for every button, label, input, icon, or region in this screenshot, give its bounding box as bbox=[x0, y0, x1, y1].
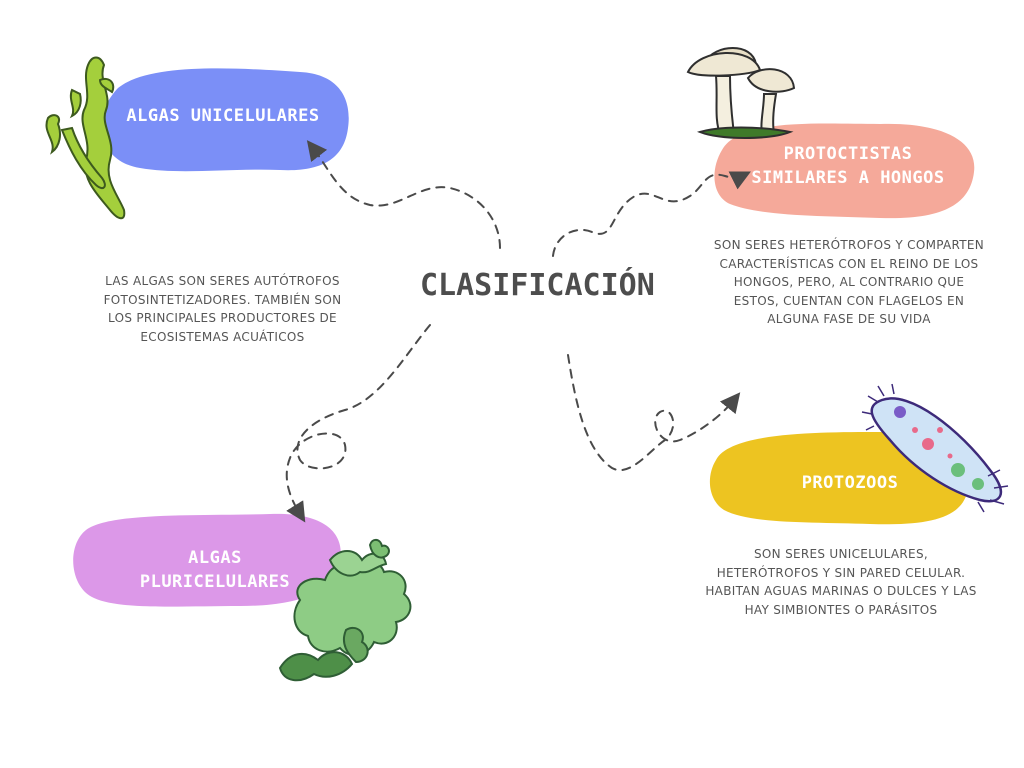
connector-to-protozoos bbox=[567, 354, 741, 472]
blob-algas-pluricelulares bbox=[73, 513, 341, 607]
connector-to-protoctistas bbox=[552, 171, 751, 257]
label-protozoos: PROTOZOOS bbox=[801, 473, 899, 493]
label-protoctistas: PROTOCTISTAS SIMILARES A HONGOS bbox=[751, 144, 945, 188]
connector-to-algas-pluricelulares bbox=[285, 324, 431, 523]
kelp-icon bbox=[278, 538, 412, 682]
connector-to-algas-unicelulares bbox=[306, 140, 501, 249]
label-algas-pluricelulares: ALGAS PLURICELULARES bbox=[139, 548, 291, 592]
description-protoctistas: SON SERES HETERÓTROFOS Y COMPARTEN CARAC… bbox=[713, 238, 985, 326]
label-algas-unicelulares: ALGAS UNICELULARES bbox=[126, 106, 320, 126]
paramecium-icon bbox=[861, 383, 1009, 513]
mushroom-icon bbox=[686, 47, 796, 139]
blob-protoctistas bbox=[714, 123, 975, 219]
description-protozoos: SON SERES UNICELULARES, HETERÓTROFOS Y S… bbox=[705, 547, 977, 617]
center-title: CLASIFICACIÓN bbox=[420, 268, 655, 303]
description-algas-unicelulares: LAS ALGAS SON SERES AUTÓTROFOS FOTOSINTE… bbox=[103, 274, 342, 344]
seaweed-icon bbox=[45, 56, 126, 220]
blob-algas-unicelulares bbox=[101, 68, 349, 172]
